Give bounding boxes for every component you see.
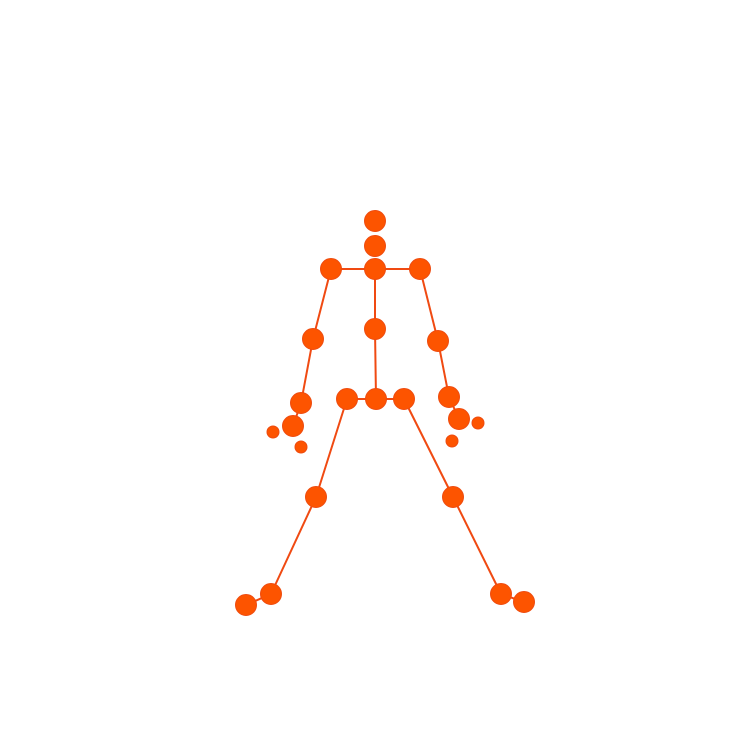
joint-left-wrist bbox=[290, 392, 312, 414]
joints-layer bbox=[235, 210, 535, 616]
bone-left-hip-to-left-knee bbox=[315, 398, 348, 498]
bone-left-shoulder-to-left-elbow bbox=[312, 268, 332, 340]
bone-right-knee-to-right-ankle bbox=[452, 496, 502, 595]
joint-right-shoulder bbox=[409, 258, 431, 280]
joint-left-elbow bbox=[302, 328, 324, 350]
joint-right-foot bbox=[513, 591, 535, 613]
joint-right-ankle bbox=[490, 583, 512, 605]
joint-left-finger bbox=[294, 440, 308, 454]
bone-spine-mid-to-pelvis bbox=[374, 328, 377, 400]
joint-right-hip bbox=[393, 388, 415, 410]
joint-left-hand bbox=[282, 415, 304, 437]
joint-left-thumb bbox=[266, 425, 280, 439]
joint-left-shoulder bbox=[320, 258, 342, 280]
joint-left-hip bbox=[336, 388, 358, 410]
bone-left-knee-to-left-ankle bbox=[270, 496, 317, 595]
joint-spine-mid bbox=[364, 318, 386, 340]
joint-right-hand bbox=[448, 408, 470, 430]
joint-left-foot bbox=[235, 594, 257, 616]
joint-neck-upper bbox=[364, 235, 386, 257]
joint-head-top bbox=[364, 210, 386, 232]
joint-right-elbow bbox=[427, 330, 449, 352]
joint-pelvis bbox=[365, 388, 387, 410]
joint-right-wrist bbox=[438, 386, 460, 408]
joint-neck bbox=[364, 258, 386, 280]
joint-right-knee bbox=[442, 486, 464, 508]
joint-left-knee bbox=[305, 486, 327, 508]
bones-layer bbox=[245, 268, 525, 606]
bone-right-hip-to-right-knee bbox=[403, 398, 454, 498]
bone-right-shoulder-to-right-elbow bbox=[419, 268, 439, 342]
joint-right-finger bbox=[445, 434, 459, 448]
joint-left-ankle bbox=[260, 583, 282, 605]
joint-right-thumb bbox=[471, 416, 485, 430]
